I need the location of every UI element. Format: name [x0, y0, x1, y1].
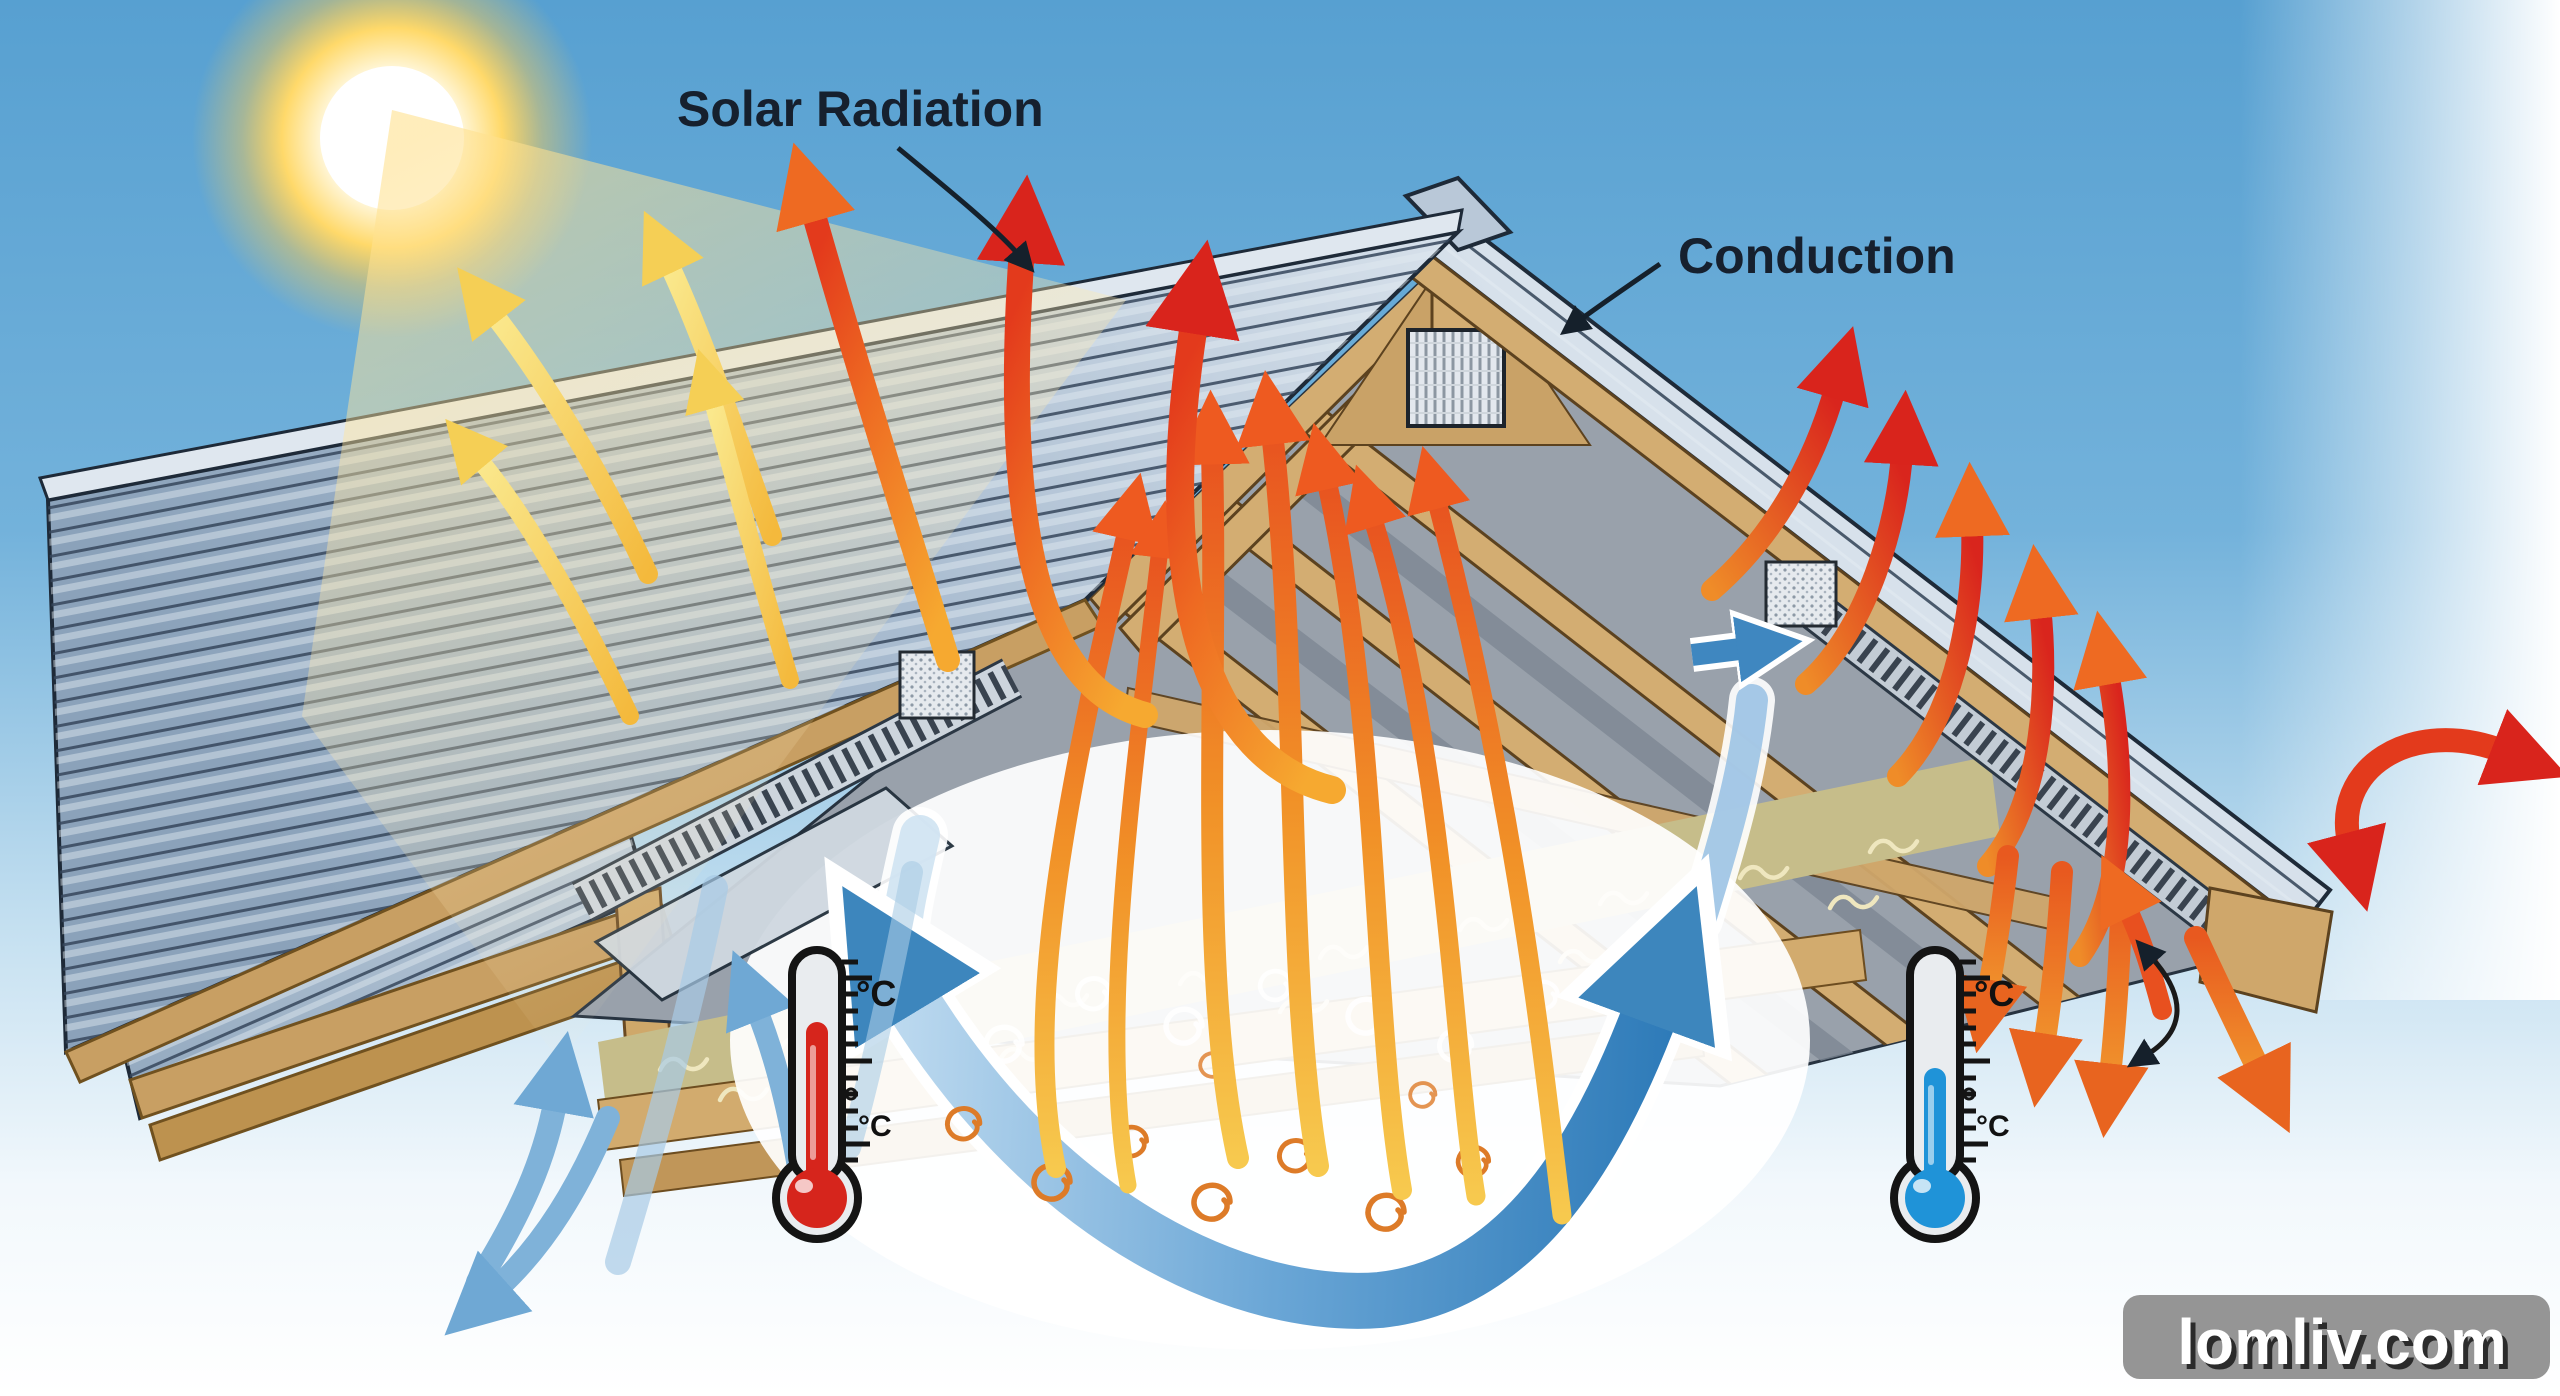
conduction-leader-arrow — [1559, 261, 1662, 335]
solar-reflection-arrows — [445, 142, 1346, 804]
metal-patch-icon — [1764, 560, 1838, 628]
solar-radiation-leader-arrow — [896, 146, 1035, 273]
thermometer-cold-icon: °C °C — [1890, 946, 2014, 1243]
eave-heat-arrows — [1953, 845, 2291, 1138]
annotation-curve-arrow — [2126, 939, 2180, 1068]
thermometer-hot-icon: °C °C — [772, 946, 896, 1243]
gable-vent-icon — [1406, 328, 1506, 428]
annotations: Solar Radiation Conduction — [677, 81, 1956, 335]
watermark: lomliv.com lomliv.com — [2123, 1295, 2550, 1383]
cool-air-arrow-icons — [444, 861, 923, 1336]
watermark-text: lomliv.com — [2177, 1306, 2507, 1378]
unit-label: °C — [856, 973, 896, 1014]
solar-radiation-label: Solar Radiation — [677, 81, 1044, 137]
unit-label: °C — [858, 1110, 892, 1143]
watermark-shadow: lomliv.com — [2182, 1311, 2512, 1383]
conduction-label: Conduction — [1678, 228, 1956, 284]
unit-label: °C — [1974, 973, 2014, 1014]
unit-label: °C — [1976, 1110, 2010, 1143]
sky-fade-right — [2240, 0, 2560, 1000]
eave-baffle — [593, 786, 955, 1002]
heat-escape-arrows — [1701, 326, 2560, 967]
attic-convection-arrows — [1034, 370, 1572, 1225]
